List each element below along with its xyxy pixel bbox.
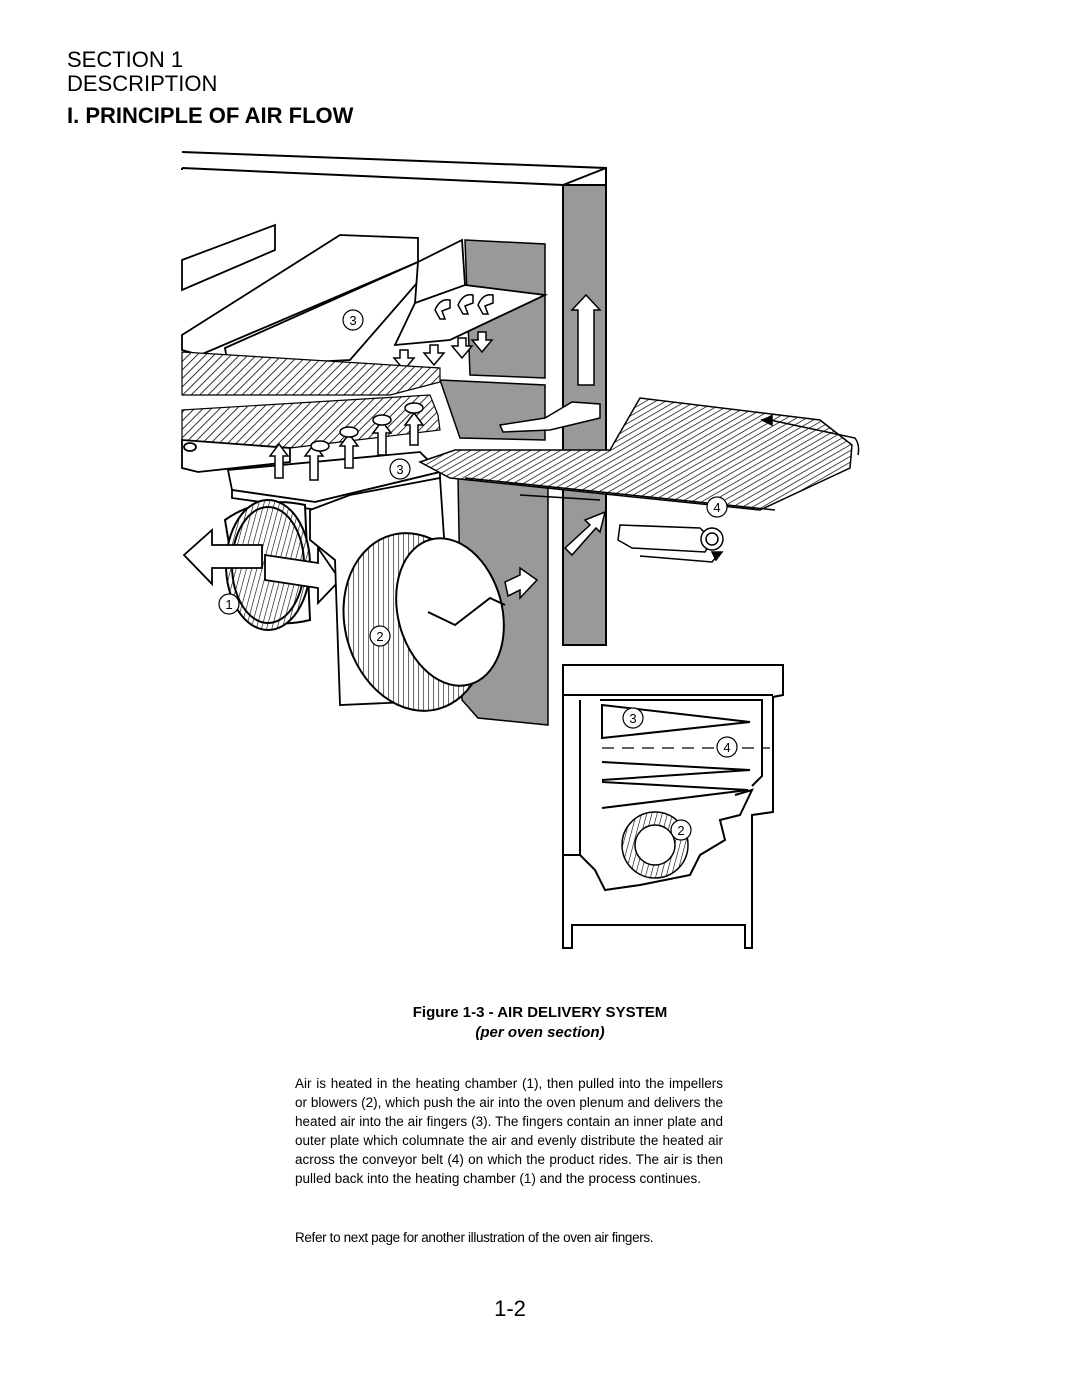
conveyor-belt — [418, 397, 853, 511]
hatched-layer-upper — [181, 351, 441, 396]
section-number: SECTION 1 — [67, 47, 184, 72]
hatched-layer-middle — [181, 394, 441, 449]
page-number: 1-2 — [494, 1296, 526, 1321]
inset-cross-section — [562, 664, 784, 949]
air-delivery-diagram: 1 2 3 3 4 3 4 2 — [181, 151, 860, 949]
inset-callout-3: 3 — [622, 707, 644, 729]
callout-3-upper-label: 3 — [349, 313, 356, 328]
lower-panel — [181, 439, 442, 511]
inset-callout-3-label: 3 — [629, 711, 636, 726]
lower-finger-arrows — [268, 402, 425, 481]
callout-4: 4 — [706, 496, 728, 518]
callout-2: 2 — [369, 625, 391, 647]
callout-2-label: 2 — [376, 629, 383, 644]
upper-panel — [181, 223, 549, 367]
callout-3-lower-label: 3 — [396, 462, 403, 477]
blower-discharge-arrow — [504, 566, 539, 600]
reference-note: Refer to next page for another illustrat… — [295, 1230, 654, 1245]
up-arrow — [570, 293, 602, 386]
callout-1-label: 1 — [225, 597, 232, 612]
inset-callout-2-label: 2 — [677, 823, 684, 838]
callout-4-label: 4 — [713, 500, 720, 515]
inset-callout-2: 2 — [670, 819, 692, 841]
diagonal-arrow — [563, 510, 607, 557]
return-arrow — [498, 401, 601, 433]
figure-subcaption: (per oven section) — [475, 1024, 605, 1041]
inset-impeller — [621, 811, 689, 879]
intake-arrow — [182, 527, 263, 587]
callout-3-lower: 3 — [389, 458, 411, 480]
inset-callout-4-label: 4 — [723, 740, 730, 755]
belt-roller — [617, 524, 724, 553]
belt-direction-arrows — [639, 414, 860, 563]
upper-finger-arrows — [392, 293, 494, 372]
inset-callout-4: 4 — [716, 736, 738, 758]
callout-3-upper: 3 — [342, 309, 364, 331]
page-title: I. PRINCIPLE OF AIR FLOW — [67, 103, 354, 128]
body-paragraph: Air is heated in the heating chamber (1)… — [295, 1076, 723, 1186]
outlet-arrow — [264, 545, 342, 606]
figure-caption: Figure 1-3 - AIR DELIVERY SYSTEM — [412, 1004, 668, 1021]
section-name: DESCRIPTION — [67, 71, 218, 96]
impeller — [342, 532, 506, 712]
callout-1: 1 — [218, 593, 240, 615]
